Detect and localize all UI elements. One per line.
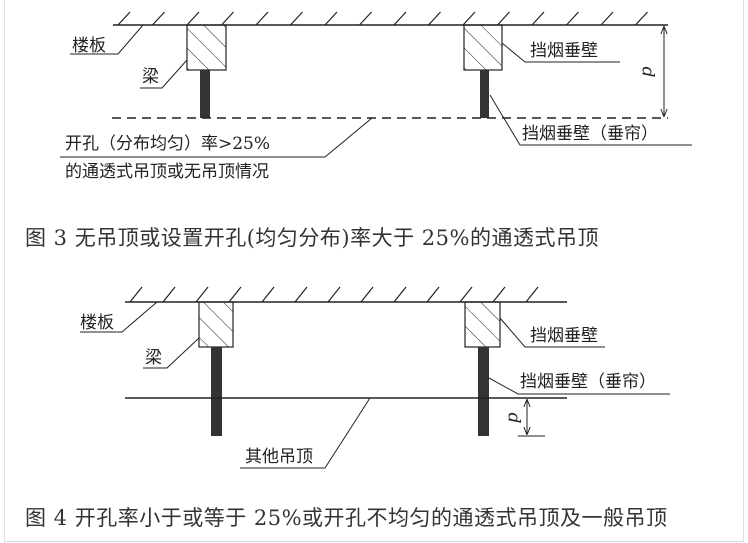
leader-slab xyxy=(70,24,144,55)
label-beam: 梁 xyxy=(145,348,162,368)
hatch-tick xyxy=(186,11,200,26)
hatch-tick xyxy=(359,11,372,26)
hatch-tick xyxy=(393,286,407,303)
hatch-tick xyxy=(261,286,275,303)
label-smoke-curtain: 挡烟垂壁（垂帘） xyxy=(520,372,656,392)
image-frame xyxy=(4,0,744,542)
hatch-tick xyxy=(459,286,473,303)
hatch-tick xyxy=(129,286,143,303)
hatch-tick xyxy=(327,286,341,303)
hatch-tick xyxy=(462,11,476,26)
figure-3 xyxy=(60,11,692,158)
hatch-tick xyxy=(117,11,131,26)
label-slab: 楼板 xyxy=(80,313,114,333)
hatch-tick xyxy=(566,11,579,26)
label-slab: 楼板 xyxy=(72,36,106,56)
leader-ceiling xyxy=(240,397,371,469)
hatch-tick xyxy=(228,286,242,303)
label-ceiling-line2: 的通透式吊顶或无吊顶情况 xyxy=(65,162,269,182)
figure-4-caption: 图 4 开孔率小于或等于 25%或开孔不均匀的通透式吊顶及一般吊顶 xyxy=(25,506,668,530)
figure-4 xyxy=(80,286,670,469)
beam-right xyxy=(463,24,503,71)
leader-beam xyxy=(140,59,188,89)
hatch-tick xyxy=(195,286,209,303)
label-beam: 梁 xyxy=(142,67,159,87)
floor-slab-hatching xyxy=(129,286,539,303)
leader-ceiling xyxy=(60,117,373,158)
hatch-tick xyxy=(221,11,234,26)
label-smoke-barrier: 挡烟垂壁 xyxy=(530,41,598,61)
label-smoke-barrier: 挡烟垂壁 xyxy=(530,326,598,346)
figure-3-caption: 图 3 无吊顶或设置开孔(均匀分布)率大于 25%的通透式吊顶 xyxy=(25,226,599,250)
smoke-curtain-right xyxy=(478,347,489,436)
hatch-tick xyxy=(290,11,303,26)
hatch-tick xyxy=(428,11,441,26)
smoke-curtain-left xyxy=(200,70,210,118)
hatch-tick xyxy=(255,11,269,26)
hatch-tick xyxy=(426,286,440,303)
hatch-tick xyxy=(152,11,165,26)
hatch-tick xyxy=(525,286,539,303)
smoke-curtain-right xyxy=(480,70,489,118)
leader-smoke-barrier xyxy=(499,317,605,348)
hatch-tick xyxy=(600,11,614,26)
hatch-tick xyxy=(360,286,374,303)
smoke-curtain-left xyxy=(211,347,222,436)
label-smoke-curtain: 挡烟垂壁（垂帘） xyxy=(522,124,658,144)
floor-slab-hatching xyxy=(117,11,648,26)
leader-beam xyxy=(143,337,200,369)
label-dimension-d: d xyxy=(503,412,524,424)
beam-right xyxy=(464,301,501,348)
hatch-tick xyxy=(492,286,506,303)
label-other-ceiling: 其他吊顶 xyxy=(245,447,313,467)
hatch-tick xyxy=(497,11,510,26)
beam-left xyxy=(186,24,227,71)
hatch-tick xyxy=(635,11,648,26)
hatch-tick xyxy=(294,286,308,303)
label-dimension-d: d xyxy=(637,66,658,78)
hatch-tick xyxy=(393,11,407,26)
leader-smoke-curtain xyxy=(489,94,692,146)
hatch-tick xyxy=(531,11,545,26)
leader-smoke-curtain xyxy=(488,377,670,395)
label-ceiling-line1: 开孔（分布均匀）率>25% xyxy=(65,134,271,154)
leader-smoke-barrier xyxy=(501,42,620,63)
hatch-tick xyxy=(324,11,338,26)
beam-left xyxy=(198,301,234,348)
hatch-tick xyxy=(162,286,176,303)
leader-slab xyxy=(80,301,158,333)
